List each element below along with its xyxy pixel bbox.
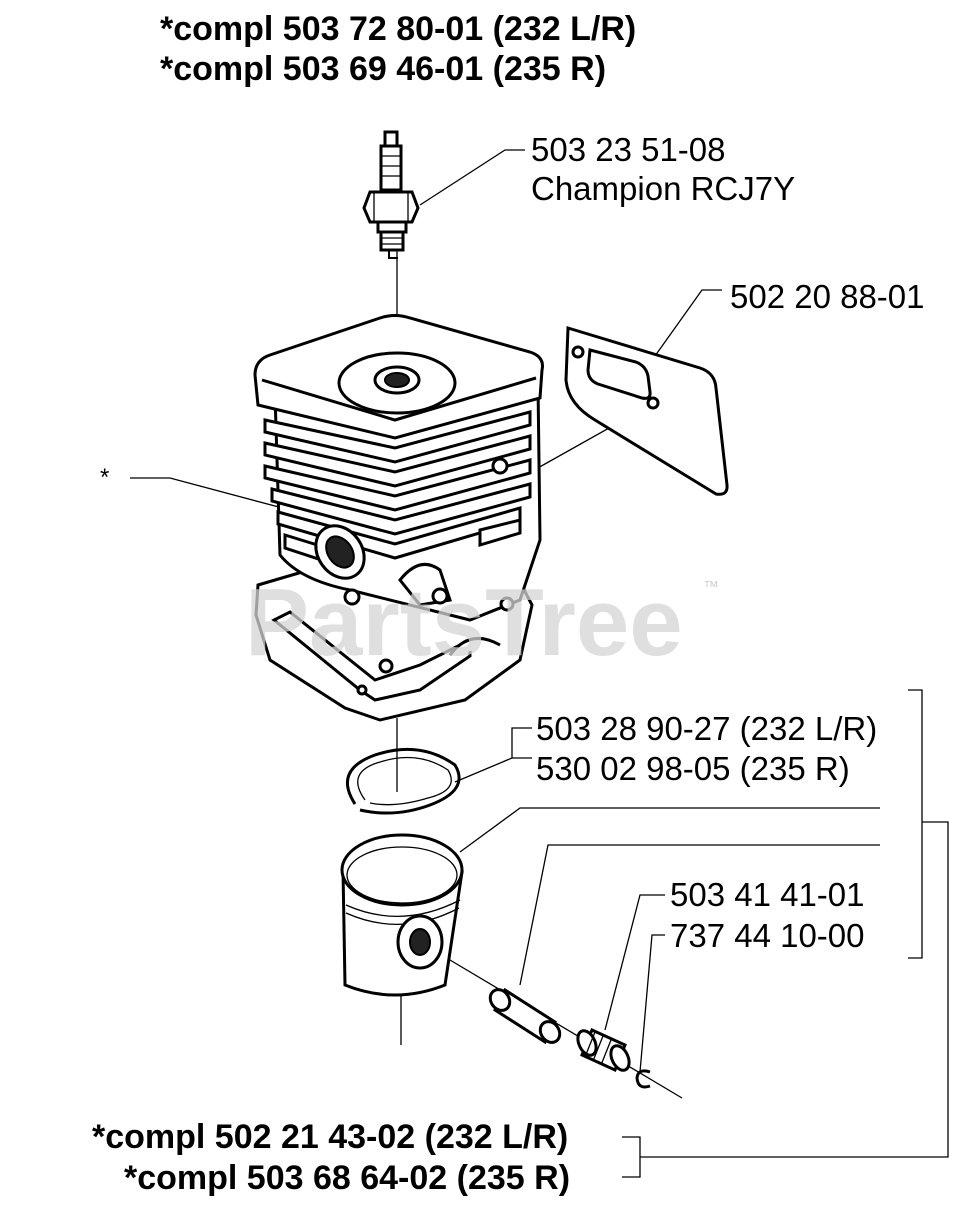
needle-bearing-drawing	[576, 1027, 631, 1073]
pin-axis-line	[449, 959, 683, 1099]
piston-drawing	[340, 833, 464, 997]
cylinder-asterisk: *	[100, 464, 110, 491]
piston-kit-label-bracket	[622, 1136, 641, 1178]
spark-plug-model: Champion RCJ7Y	[531, 170, 796, 207]
piston-ring-part-number-232: 503 28 90-27 (232 L/R)	[536, 710, 878, 747]
cylinder-kit-label-235: *compl 503 69 46-01 (235 R)	[160, 50, 607, 88]
spark-plug-drawing	[362, 130, 420, 259]
piston-kit-bracket-line	[640, 821, 949, 1158]
piston-kit-bracket	[908, 689, 923, 959]
piston-ring-drawing	[345, 747, 461, 815]
bearing-leader	[604, 894, 665, 1031]
piston-leader	[459, 807, 880, 853]
spark-plug-part-number: 503 23 51-08	[531, 131, 726, 168]
cylinder-leader	[130, 477, 291, 511]
circlip-drawing	[635, 1069, 651, 1089]
circlip-part-number: 737 44 10-00	[670, 917, 865, 954]
spark-plug-leader	[419, 149, 525, 206]
piston-kit-label-235: *compl 503 68 64-02 (235 R)	[124, 1159, 571, 1197]
cylinder-kit-label-232: *compl 503 72 80-01 (232 L/R)	[160, 10, 637, 48]
watermark-trademark: ™	[703, 579, 719, 596]
gasket-leader	[644, 289, 722, 371]
gasket-part-number: 502 20 88-01	[730, 278, 925, 315]
piston-kit-label-232: *compl 502 21 43-02 (232 L/R)	[92, 1118, 569, 1156]
wrist-pin-drawing	[488, 987, 562, 1045]
cylinder-drawing	[253, 314, 544, 722]
ring-leader	[454, 727, 532, 783]
needle-bearing-part-number: 503 41 41-01	[670, 876, 865, 913]
circlip-leader	[639, 934, 665, 1073]
pin-leader	[519, 844, 880, 986]
gasket-drawing	[564, 326, 729, 496]
watermark-text: PartsTree	[245, 569, 683, 676]
piston-ring-part-number-235: 530 02 98-05 (235 R)	[536, 750, 850, 787]
